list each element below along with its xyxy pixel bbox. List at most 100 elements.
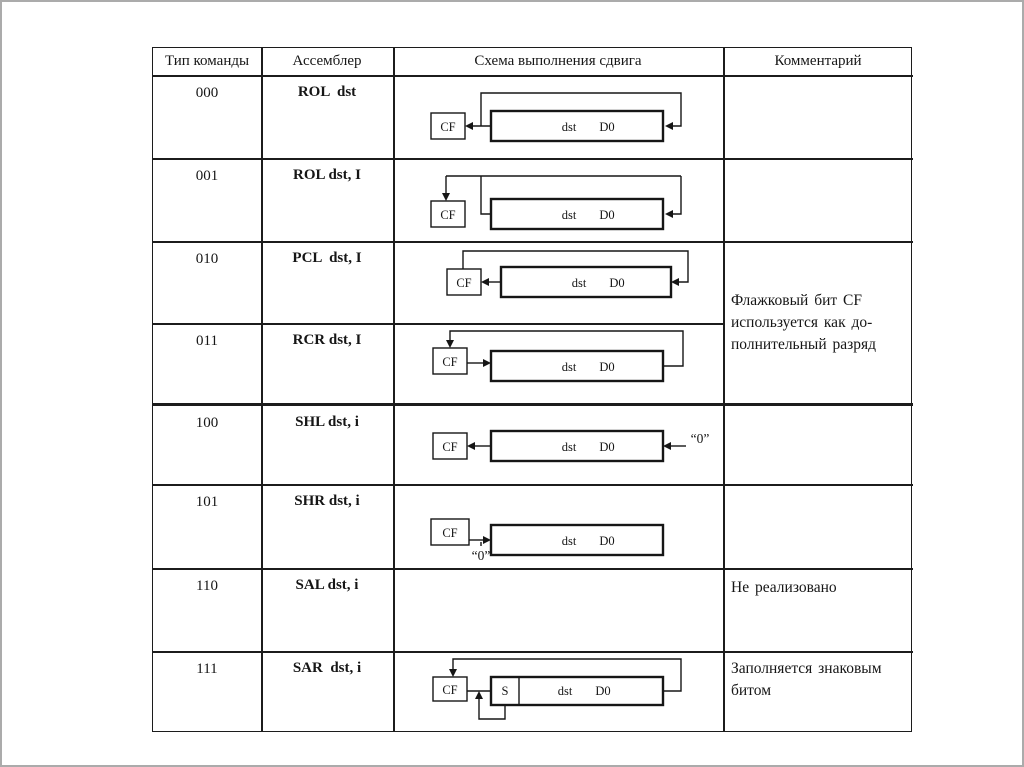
- feedback-path: [465, 92, 682, 130]
- d0-label: D0: [599, 440, 614, 454]
- cf-box: CF: [432, 676, 468, 702]
- d0-label: D0: [609, 276, 624, 290]
- type-code-101: 101: [195, 494, 219, 510]
- column-divider: [723, 48, 725, 731]
- cf-label: CF: [440, 120, 455, 134]
- comment-rotate-cf: Флажковый бит CF используется как до- по…: [731, 291, 877, 353]
- type-code-001: 001: [195, 168, 219, 184]
- cf-label: CF: [456, 276, 471, 290]
- type-code-110: 110: [196, 578, 218, 594]
- type-code-111: 111: [196, 661, 218, 677]
- arrowhead-into-register-icon: [483, 359, 491, 367]
- row-divider: [153, 651, 913, 653]
- arrowhead-into-register-icon: [665, 210, 673, 218]
- rol-dst-i-diagram: CF dst D0: [430, 175, 682, 231]
- cf-label: CF: [440, 208, 455, 222]
- cf-box: CF: [446, 268, 482, 296]
- asm-shr-dst-i: SHR dst, i: [294, 493, 360, 509]
- shift-register: dst D0: [489, 109, 665, 143]
- type-code-011: 011: [196, 333, 218, 349]
- d0-label: D0: [599, 208, 614, 222]
- dst-label: dst: [572, 276, 587, 290]
- column-divider: [393, 48, 395, 731]
- dst-label: dst: [562, 360, 577, 374]
- row-divider: [153, 568, 913, 570]
- cf-label: CF: [442, 440, 457, 454]
- arrowhead-sign-loop-icon: [475, 691, 483, 699]
- dst-label: dst: [562, 120, 577, 134]
- comment-not-implemented: Не реализовано: [731, 579, 837, 596]
- asm-pcl-dst-i: PCL dst, I: [292, 250, 362, 266]
- cf-label: CF: [442, 683, 457, 697]
- row-divider: [153, 241, 913, 243]
- row-divider-partial: [153, 323, 723, 325]
- cf-box: CF: [432, 347, 468, 375]
- arrowhead-into-cf-icon: [449, 669, 457, 677]
- header-assembler: Ассемблер: [292, 53, 362, 69]
- dst-label: dst: [558, 684, 573, 698]
- header-command-type: Тип команды: [164, 53, 250, 69]
- shr-dst-i-diagram: “0” CF dst D0: [430, 518, 665, 563]
- feedback-path: “0”: [469, 536, 491, 563]
- cf-box: CF: [432, 432, 468, 460]
- type-code-010: 010: [195, 251, 219, 267]
- asm-sal-dst-i: SAL dst, i: [295, 577, 359, 593]
- shift-register: dst D0: [489, 523, 665, 557]
- shift-register: dst D0: [489, 349, 665, 383]
- shift-register: S dst D0: [489, 675, 665, 707]
- feedback-path: [462, 250, 689, 286]
- type-code-100: 100: [195, 415, 219, 431]
- shift-register: dst D0: [489, 197, 665, 231]
- pcl-dst-i-diagram: CF dst D0: [446, 250, 689, 299]
- asm-rol-dst: ROL dst: [297, 84, 357, 100]
- sar-dst-i-diagram: CF S dst D0: [432, 658, 682, 720]
- type-code-000: 000: [195, 85, 219, 101]
- cf-box: CF: [430, 518, 470, 546]
- arrowhead-into-cf-icon: [446, 340, 454, 348]
- d0-label: D0: [599, 534, 614, 548]
- shl-dst-i-diagram: “0” CF dst D0: [432, 429, 709, 463]
- arrowhead-into-register-icon: [665, 122, 673, 130]
- shift-commands-table: Тип команды Ассемблер Схема выполнения с…: [152, 47, 913, 732]
- cf-label: CF: [442, 526, 457, 540]
- arrowhead-into-cf-icon: [442, 193, 450, 201]
- dst-label: dst: [562, 208, 577, 222]
- shift-register: dst D0: [499, 265, 673, 299]
- arrowhead-into-register-icon: [663, 442, 671, 450]
- dst-label: dst: [562, 440, 577, 454]
- feedback-path: [442, 175, 682, 218]
- row-divider: [153, 158, 913, 160]
- header-scheme: Схема выполнения сдвига: [474, 53, 642, 69]
- sign-bit-label: S: [502, 684, 509, 698]
- section-divider-thick: [153, 403, 913, 406]
- asm-sar-dst-i: SAR dst, i: [292, 660, 362, 676]
- row-divider: [153, 75, 913, 77]
- column-divider: [261, 48, 263, 731]
- feedback-path: [446, 330, 684, 367]
- cf-box: CF: [430, 112, 466, 140]
- d0-label: D0: [599, 120, 614, 134]
- rcr-dst-i-diagram: CF dst D0: [432, 330, 684, 383]
- cf-label: CF: [442, 355, 457, 369]
- header-comment: Комментарий: [774, 53, 862, 69]
- feedback-path: [449, 658, 682, 720]
- row-divider: [153, 484, 913, 486]
- shift-register: dst D0: [489, 429, 665, 463]
- arrowhead-into-cf-icon: [481, 278, 489, 286]
- asm-rol-dst-i: ROL dst, I: [293, 167, 361, 183]
- d0-label: D0: [595, 684, 610, 698]
- arrowhead-into-register-icon: [671, 278, 679, 286]
- d0-label: D0: [599, 360, 614, 374]
- comment-sign-bit: Заполняется знаковым битом: [731, 660, 882, 699]
- zero-input-label: “0”: [472, 548, 491, 563]
- asm-rcr-dst-i: RCR dst, I: [292, 332, 362, 348]
- arrowhead-into-register-icon: [483, 536, 491, 544]
- feedback-path: “0”: [467, 431, 709, 450]
- asm-shl-dst-i: SHL dst, i: [295, 414, 359, 430]
- zero-input-label: “0”: [691, 431, 710, 446]
- arrowhead-into-cf-icon: [467, 442, 475, 450]
- arrowhead-into-cf-icon: [465, 122, 473, 130]
- rol-dst-diagram: CF dst D0: [430, 92, 682, 143]
- cf-box: CF: [430, 200, 466, 228]
